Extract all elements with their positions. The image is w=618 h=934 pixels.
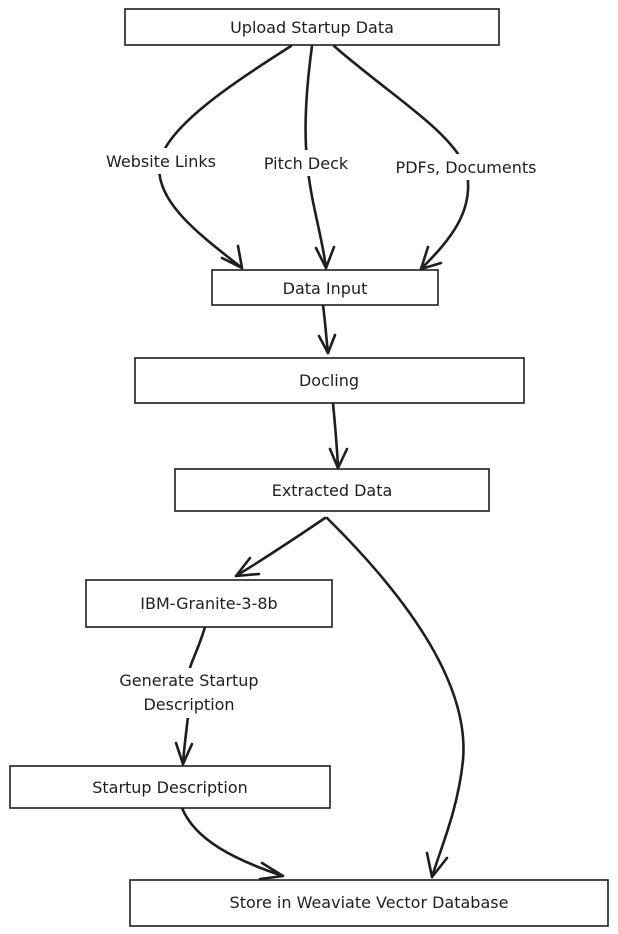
- node-ibm-granite: IBM-Granite-3-8b: [85, 579, 333, 628]
- node-label: Extracted Data: [272, 481, 393, 500]
- node-data-input: Data Input: [211, 269, 439, 306]
- node-label: IBM-Granite-3-8b: [140, 594, 277, 613]
- node-docling: Docling: [134, 357, 525, 404]
- edge-startupdesc-weaviate: [180, 806, 285, 881]
- edge-datainput-docling: [317, 303, 337, 355]
- node-startup-description: Startup Description: [9, 765, 331, 809]
- node-label: Startup Description: [92, 778, 248, 797]
- edge-label-pdfs-documents: PDFs, Documents: [378, 154, 554, 180]
- svg-text:Generate Startup: Generate Startup: [119, 671, 258, 690]
- node-label: Docling: [299, 371, 359, 390]
- edge-extracted-granite: [234, 516, 327, 578]
- node-weaviate-database: Store in Weaviate Vector Database: [129, 879, 609, 927]
- edge-granite-startupdesc: [174, 625, 207, 766]
- edge-label-generate-startup-description: Generate Startup Description: [98, 668, 282, 718]
- edge-extracted-weaviate: [325, 516, 465, 879]
- node-label: Store in Weaviate Vector Database: [230, 893, 509, 912]
- edge-label-pitch-deck: Pitch Deck: [250, 150, 362, 176]
- svg-text:PDFs, Documents: PDFs, Documents: [396, 158, 537, 177]
- node-extracted-data: Extracted Data: [174, 468, 490, 512]
- svg-text:Pitch Deck: Pitch Deck: [264, 154, 349, 173]
- node-label: Upload Startup Data: [230, 18, 394, 37]
- node-upload-startup-data: Upload Startup Data: [124, 8, 500, 46]
- edge-label-website-links: Website Links: [92, 148, 230, 174]
- svg-text:Description: Description: [143, 695, 234, 714]
- edge-docling-extracted: [328, 401, 349, 470]
- svg-text:Website Links: Website Links: [106, 152, 216, 171]
- node-label: Data Input: [283, 279, 368, 298]
